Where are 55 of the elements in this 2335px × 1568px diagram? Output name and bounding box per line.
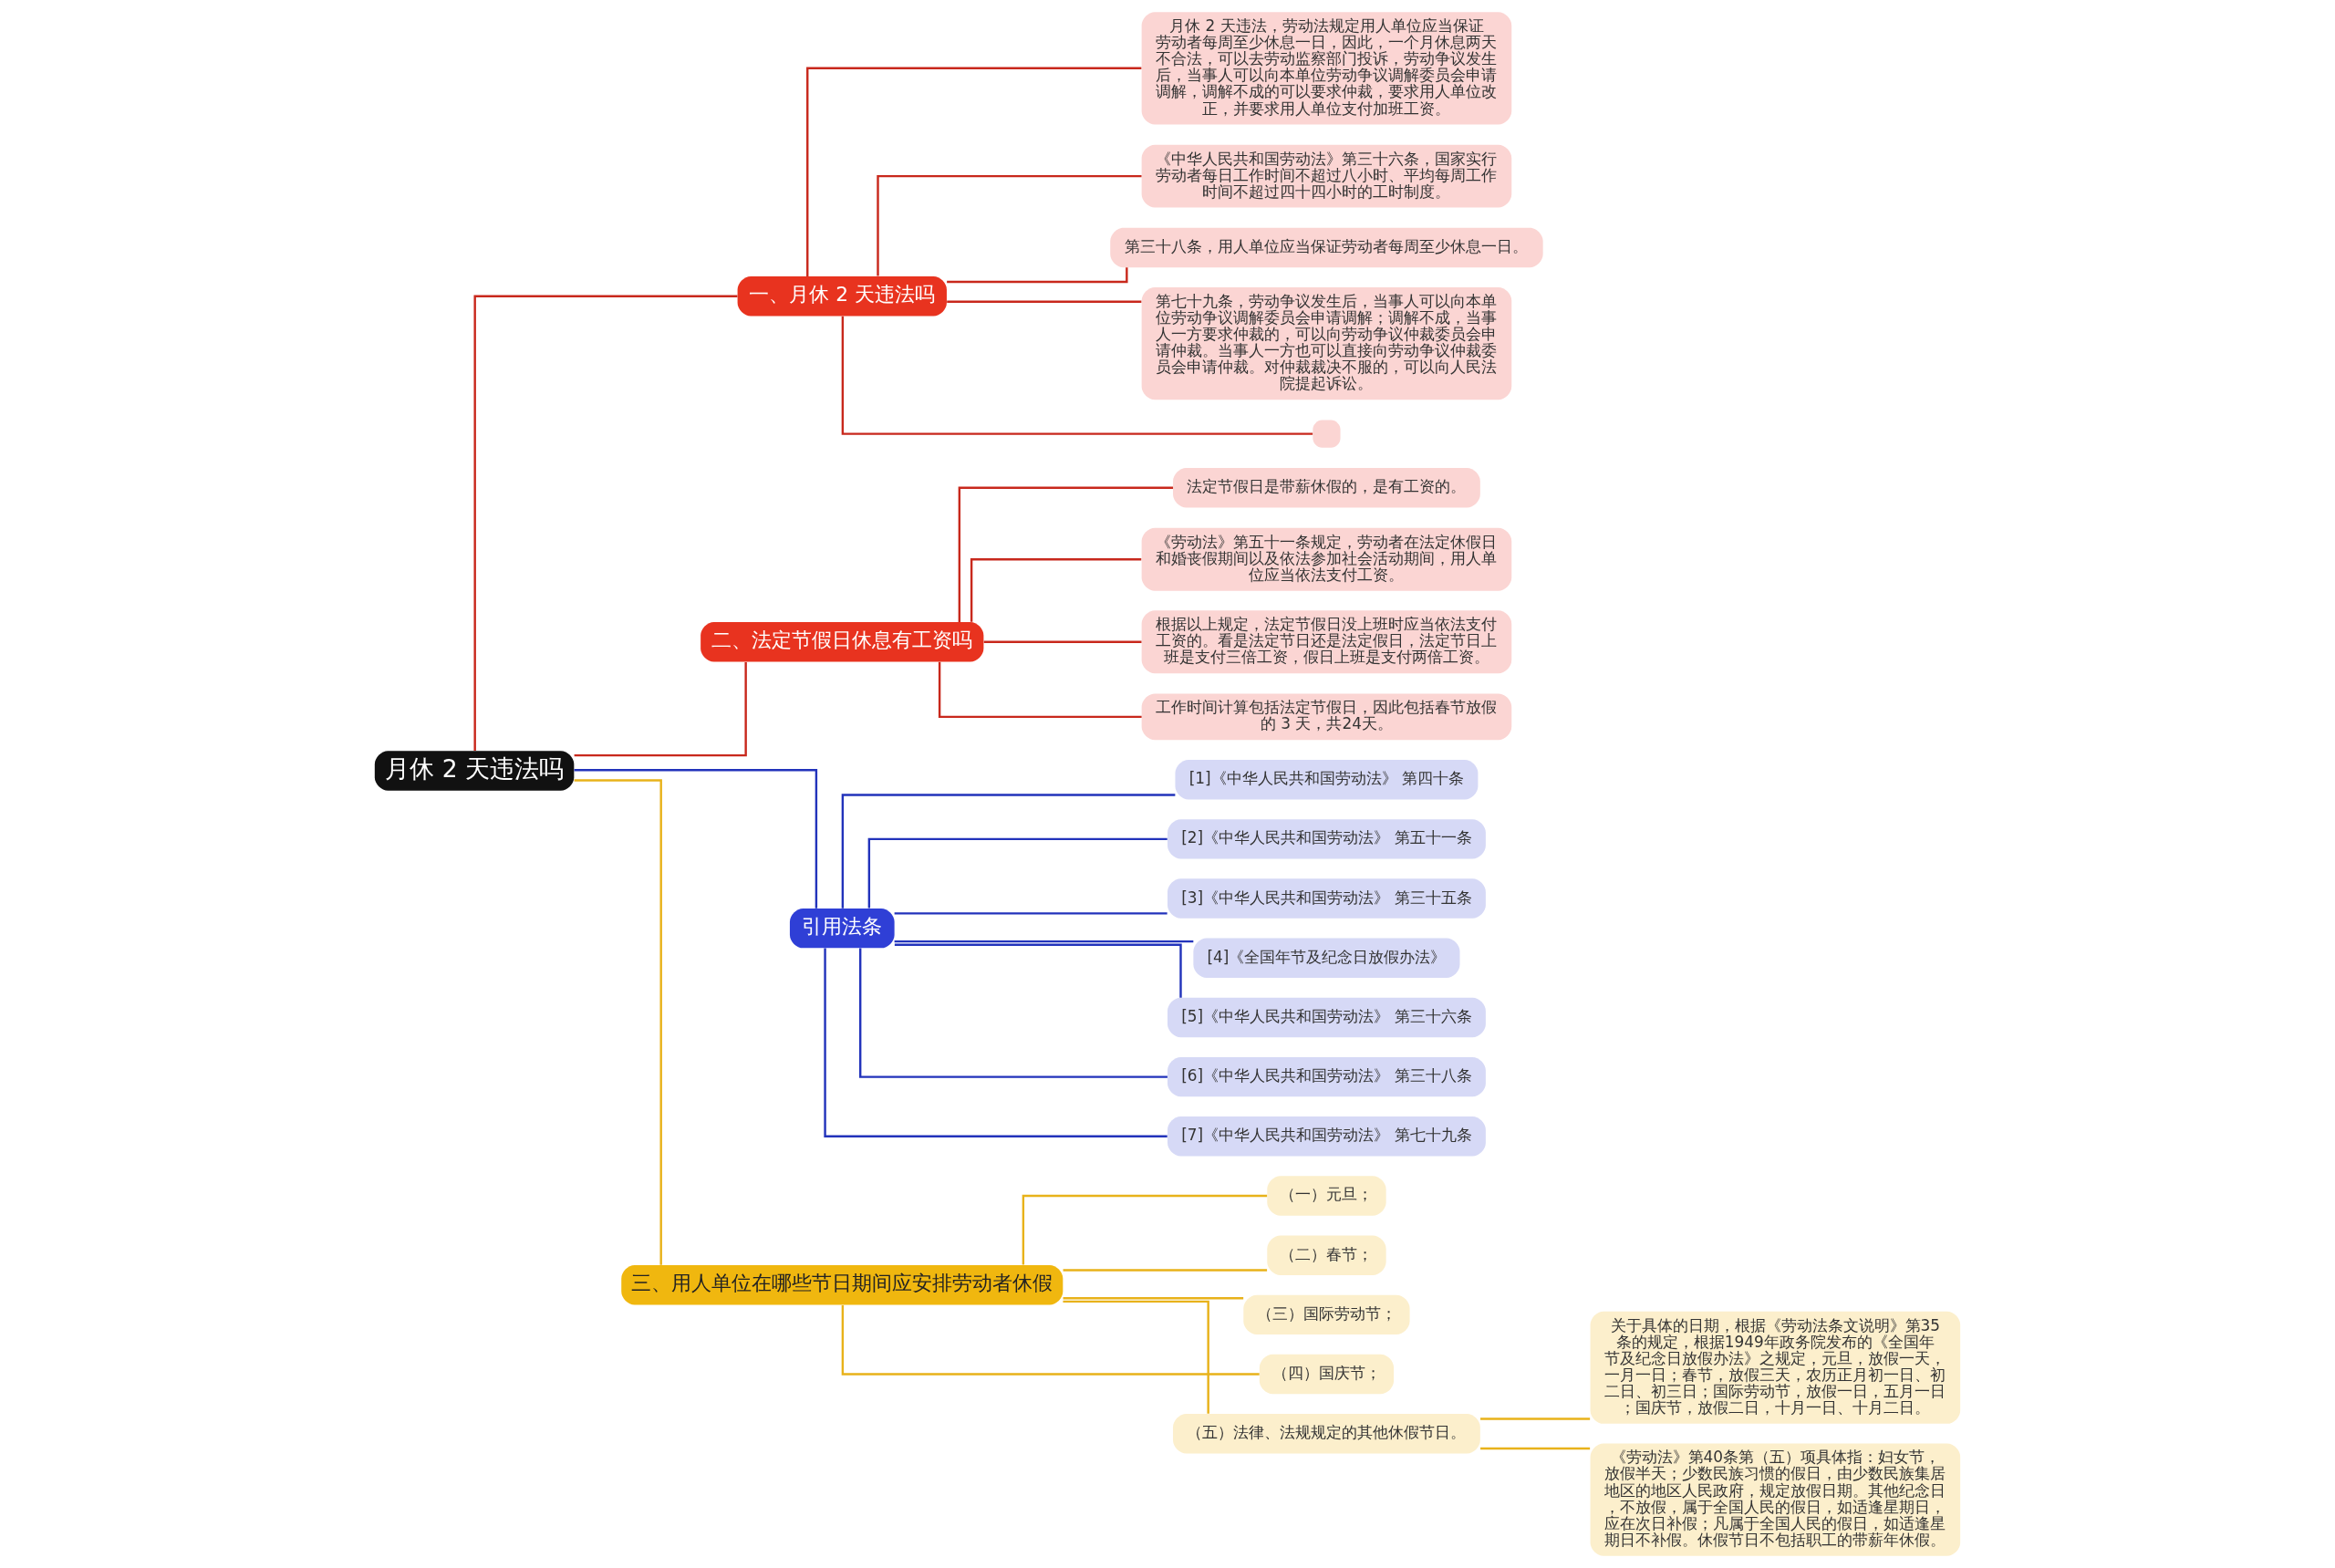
connector	[894, 940, 1194, 943]
connector	[841, 316, 1313, 435]
connector	[473, 295, 738, 751]
node-box: 关于具体的日期，根据《劳动法条文说明》第35条的规定，根据1949年政务院发布的《全国年节及纪念日放假办法》之规定，元旦，放假一天，一月一日；春节，放假三天，农历正月初一日、初二日、初三日；国际劳动节，放假一日，五月一日；国庆节，放假二日，十月一日、十月二日。	[1590, 1311, 1961, 1424]
node-box: 工作时间计算包括法定节假日，因此包括春节放假的 3 天，共24天。	[1141, 693, 1512, 741]
node-box: 《中华人民共和国劳动法》第三十六条，国家实行劳动者每日工作时间不超过八小时、平均每周工作时间不超过四十四小时的工时制度。	[1141, 144, 1512, 208]
node-box: [7]《中华人民共和国劳动法》 第七十九条	[1168, 1116, 1486, 1157]
connector	[1063, 1300, 1209, 1414]
node-box: [6]《中华人民共和国劳动法》 第三十八条	[1168, 1056, 1486, 1097]
node-box: 《劳动法》第40条第（五）项具体指：妇女节，放假半天；少数民族习惯的假日，由少数民族集居地区的地区人民政府，规定放假日期。其他纪念日，不放假，属于全国人民的假日，如适逢星期日，应在次日补假；凡属于全国人民的假日，如适逢星期日不补假。休假节日不包括职工的带薪年休假。	[1590, 1443, 1961, 1556]
connector	[877, 174, 1142, 276]
node-box: 法定节假日是带薪休假的，是有工资的。	[1173, 468, 1480, 508]
node-box: 月休 2 天违法，劳动法规定用人单位应当保证劳动者每周至少休息一日，因此，一个月休息两天不合法，可以去劳动监察部门投诉，劳动争议发生后，当事人可以向本单位劳动争议调解委员会申请调解，调解不成的可以要求仲裁，要求用人单位改正，并要求用人单位支付加班工资。	[1141, 12, 1512, 125]
node-box: 根据以上规定，法定节假日没上班时应当依法支付工资的。看是法定节日还是法定假日，法定节日上班是支付三倍工资，假日上班是支付两倍工资。	[1141, 610, 1512, 674]
connector	[983, 640, 1142, 643]
node-box	[1313, 420, 1341, 448]
connector	[867, 837, 1168, 909]
connector	[947, 300, 1142, 303]
node-box: [2]《中华人民共和国劳动法》 第五十一条	[1168, 819, 1486, 859]
node-box: 《劳动法》第五十一条规定，劳动者在法定休假日和婚丧假期间以及依法参加社会活动期间，用人单位应当依法支付工资。	[1141, 527, 1512, 591]
node-box: [5]《中华人民共和国劳动法》 第三十六条	[1168, 997, 1486, 1038]
node-box: [4]《全国年节及纪念日放假办法》	[1193, 938, 1460, 978]
node-box: 第七十九条，劳动争议发生后，当事人可以向本单位劳动争议调解委员会申请调解；调解不成，当事人一方要求仲裁的，可以向劳动争议仲裁委员会申请仲裁。当事人一方也可以直接向劳动争议仲裁委员会申请仲裁。对仲裁裁决不服的，可以向人民法院提起诉讼。	[1141, 287, 1512, 400]
node-box: 三、用人单位在哪些节日期间应安排劳动者休假	[621, 1265, 1064, 1305]
node-box: 一、月休 2 天违法吗	[737, 276, 947, 317]
connector	[806, 67, 1142, 276]
node-box: 第三十八条，用人单位应当保证劳动者每周至少休息一日。	[1110, 227, 1543, 268]
connector	[947, 267, 1128, 284]
connector	[824, 948, 1168, 1137]
node-box: （三）国际劳动节；	[1243, 1294, 1410, 1335]
node-box: [3]《中华人民共和国劳动法》 第三十五条	[1168, 878, 1486, 919]
connector	[1022, 1194, 1268, 1265]
connector	[841, 794, 1176, 909]
node-box: 二、法定节假日休息有工资吗	[700, 622, 984, 662]
node-box: （一）元旦；	[1267, 1176, 1386, 1216]
connector	[841, 1304, 1260, 1376]
connector	[1480, 1447, 1591, 1450]
connector	[574, 769, 818, 909]
connector	[859, 948, 1168, 1078]
node-box: 月休 2 天违法吗	[374, 751, 575, 791]
node-box: （五）法律、法规规定的其他休假节日。	[1173, 1414, 1480, 1454]
node-box: （二）春节；	[1267, 1235, 1386, 1275]
connector	[970, 558, 1142, 622]
node-box: [1]《中华人民共和国劳动法》 第四十条	[1175, 759, 1479, 800]
connector	[958, 486, 1174, 622]
connector	[894, 912, 1168, 915]
connector	[938, 661, 1142, 719]
node-box: 引用法条	[789, 908, 895, 949]
connector	[1480, 1417, 1591, 1420]
connector	[574, 779, 662, 1265]
node-box: （四）国庆节；	[1259, 1354, 1395, 1395]
connector	[1063, 1297, 1244, 1300]
connector	[894, 943, 1182, 998]
connector	[574, 662, 747, 757]
connector	[1063, 1269, 1268, 1272]
